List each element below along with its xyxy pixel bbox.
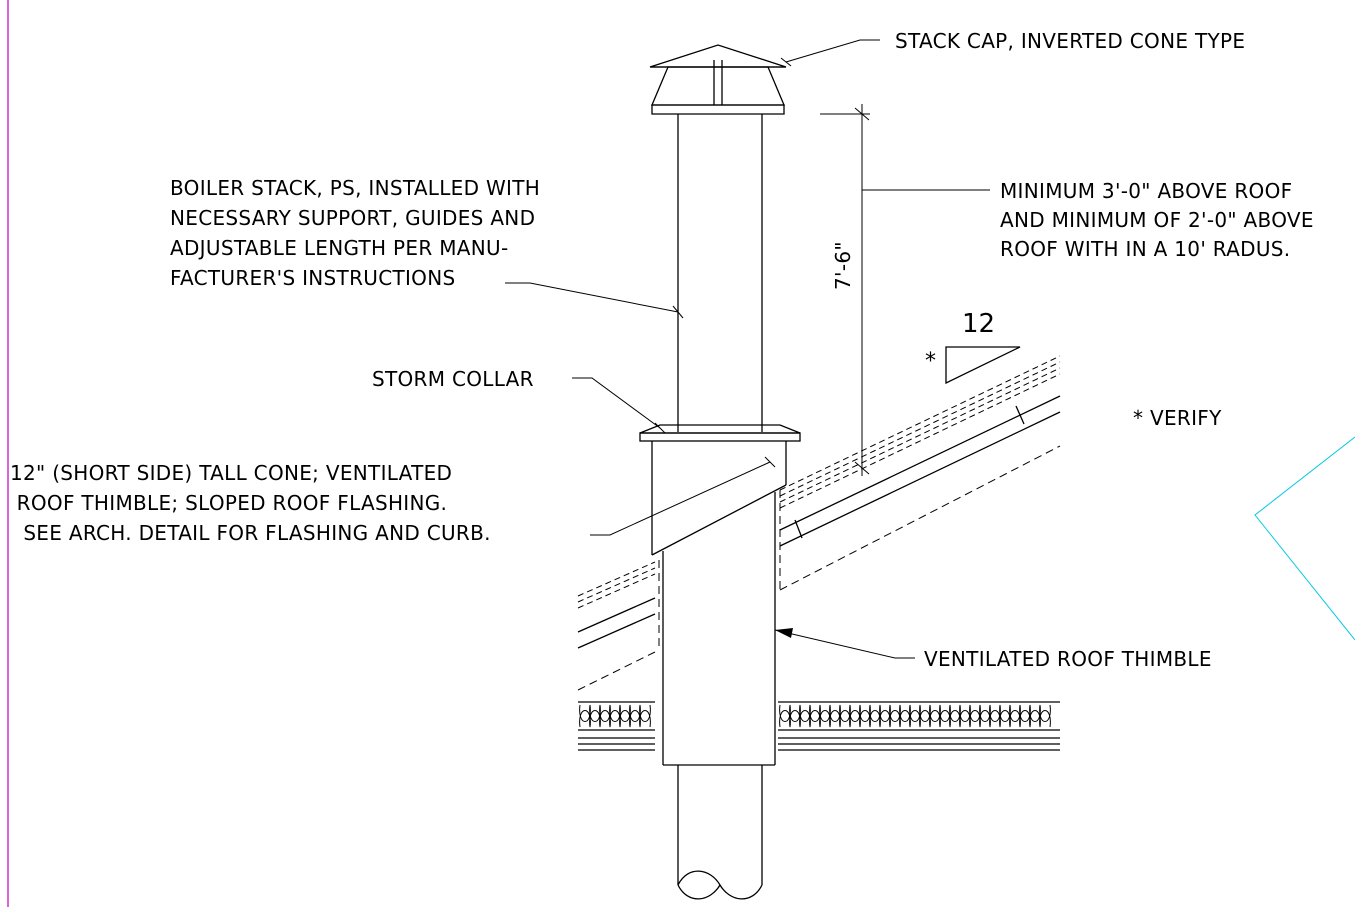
svg-text:FACTURER'S INSTRUCTIONS: FACTURER'S INSTRUCTIONS bbox=[170, 266, 455, 290]
svg-text:BOILER STACK, PS, INSTALLED WI: BOILER STACK, PS, INSTALLED WITH bbox=[170, 176, 540, 200]
slope-value: 12 bbox=[962, 309, 995, 339]
storm-collar bbox=[639, 424, 801, 442]
stack-cap bbox=[649, 44, 787, 115]
thimble-label: VENTILATED ROOF THIMBLE bbox=[924, 647, 1212, 671]
slope-triangle bbox=[945, 346, 1021, 385]
verify-note: * VERIFY bbox=[1133, 406, 1222, 430]
roof-thimble-body bbox=[662, 492, 776, 766]
svg-text:AND MINIMUM OF 2'-0" ABOVE: AND MINIMUM OF 2'-0" ABOVE bbox=[1000, 208, 1314, 232]
ceiling-insulation bbox=[578, 701, 1060, 751]
svg-text:12" (SHORT SIDE) TALL CONE; VE: 12" (SHORT SIDE) TALL CONE; VENTILATED bbox=[10, 461, 452, 485]
dimension-label: 7'-6" bbox=[831, 241, 855, 290]
svg-text:MINIMUM 3'-0" ABOVE ROOF: MINIMUM 3'-0" ABOVE ROOF bbox=[1000, 179, 1292, 203]
boiler-stack-note: BOILER STACK, PS, INSTALLED WITH NECESSA… bbox=[170, 176, 540, 290]
cone-note: 12" (SHORT SIDE) TALL CONE; VENTILATED R… bbox=[10, 461, 491, 545]
svg-text:NECESSARY SUPPORT, GUIDES AND: NECESSARY SUPPORT, GUIDES AND bbox=[170, 206, 535, 230]
roof-left bbox=[577, 490, 781, 691]
minimum-height-note: MINIMUM 3'-0" ABOVE ROOF AND MINIMUM OF … bbox=[1000, 179, 1314, 261]
cyan-outline bbox=[1254, 436, 1355, 641]
pipe-below bbox=[677, 765, 763, 900]
leaders bbox=[505, 39, 915, 659]
slope-asterisk: * bbox=[925, 349, 936, 374]
svg-text:ROOF WITH IN A 10' RADUS.: ROOF WITH IN A 10' RADUS. bbox=[1000, 237, 1290, 261]
storm-collar-label: STORM COLLAR bbox=[372, 367, 534, 391]
svg-text:ADJUSTABLE LENGTH PER MANU-: ADJUSTABLE LENGTH PER MANU- bbox=[170, 236, 508, 260]
stack-cap-label: STACK CAP, INVERTED CONE TYPE bbox=[895, 29, 1245, 53]
roof-right bbox=[779, 355, 1061, 591]
svg-text:SEE ARCH. DETAIL FOR FLASHING: SEE ARCH. DETAIL FOR FLASHING AND CURB. bbox=[10, 521, 491, 545]
roof-thimble-cone bbox=[651, 441, 787, 556]
boiler-stack bbox=[677, 114, 763, 432]
svg-text:ROOF THIMBLE; SLOPED ROOF FLAS: ROOF THIMBLE; SLOPED ROOF FLASHING. bbox=[10, 491, 447, 515]
height-dimension bbox=[820, 104, 990, 476]
